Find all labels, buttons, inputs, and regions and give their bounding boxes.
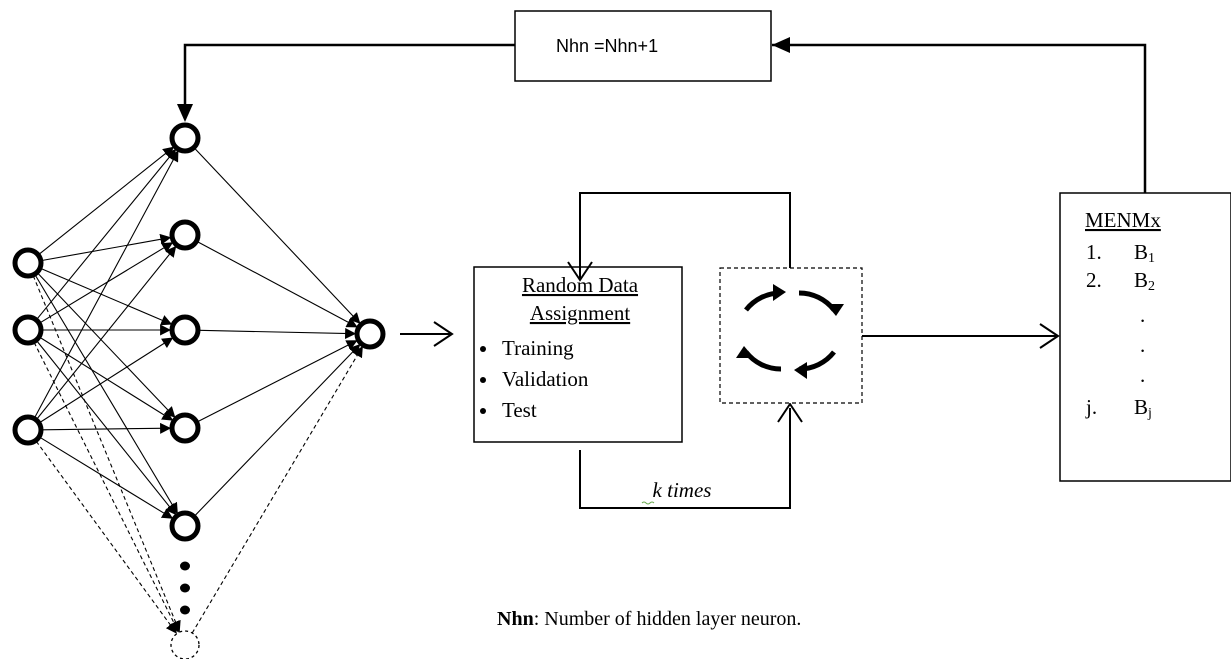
data-box-title-line2: Assignment <box>530 301 631 325</box>
update-to-network-arrowhead <box>177 104 193 122</box>
result-row-subscript: 1 <box>1148 251 1155 266</box>
input-neuron <box>12 314 44 346</box>
result-row-number: 2. <box>1086 268 1102 292</box>
input-extra-hidden-edge <box>32 275 181 633</box>
input-hidden-edge <box>36 148 177 320</box>
update-label: Nhn =Nhn+1 <box>556 36 658 56</box>
data-item-validation: Validation <box>502 367 589 391</box>
update-box: Nhn =Nhn+1 <box>514 10 772 82</box>
output-to-data-arrowhead <box>433 321 454 347</box>
hidden-output-edge <box>198 327 357 339</box>
input-neuron <box>12 247 44 279</box>
result-row-value: Bj <box>1134 395 1152 421</box>
input-hidden-edge <box>40 267 173 326</box>
input-extra-hidden-edge <box>33 342 179 633</box>
footnote-definition: : Number of hidden layer neuron. <box>534 608 802 630</box>
result-row-subscript: 2 <box>1148 279 1155 294</box>
input-hidden-edge <box>41 233 172 262</box>
hidden-neuron <box>169 510 201 542</box>
result-box: MENMx 1.B12.B2...j.Bj <box>1059 192 1231 482</box>
result-row-value: . <box>1140 333 1145 357</box>
more-neurons-ellipsis <box>180 561 190 615</box>
result-row-subscript: j <box>1147 406 1152 421</box>
hidden-output-edge <box>194 147 361 324</box>
result-row-value: . <box>1140 363 1145 387</box>
update-to-network-line <box>183 43 515 118</box>
k-spellcheck-squiggle <box>641 501 655 505</box>
input-hidden-edge <box>37 272 176 418</box>
result-row-number: j. <box>1085 395 1097 419</box>
data-item-test: Test <box>502 398 537 422</box>
hidden-output-edge <box>194 344 361 517</box>
footnote: Nhn: Number of hidden layer neuron. <box>497 608 801 630</box>
input-hidden-edge <box>34 274 178 515</box>
footnote-term: Nhn <box>497 608 534 630</box>
loop-top-arrowhead <box>567 261 593 282</box>
network-nodes <box>12 122 386 659</box>
input-hidden-edge <box>36 340 177 516</box>
input-hidden-edge <box>41 422 172 434</box>
result-to-update-line <box>772 43 1147 193</box>
result-to-update-arrowhead <box>772 37 790 53</box>
iteration-box <box>719 267 863 404</box>
output-neuron <box>354 318 386 350</box>
result-row-number: 1. <box>1086 240 1102 264</box>
k-times-label: k times <box>653 478 712 502</box>
result-title: MENMx <box>1085 208 1161 232</box>
loop-bottom-line <box>579 408 791 509</box>
input-hidden-edge <box>39 336 174 421</box>
loop-bottom-arrowhead <box>777 402 803 423</box>
input-neuron <box>12 414 44 446</box>
input-hidden-edge <box>38 146 175 255</box>
data-assignment-box: Random Data Assignment Training Validati… <box>473 266 683 443</box>
input-hidden-edge <box>36 245 177 420</box>
hidden-neuron <box>169 122 201 154</box>
loop-top-line <box>579 192 791 278</box>
hidden-output-edge <box>197 340 358 423</box>
input-hidden-edge <box>39 337 174 423</box>
network-connections <box>32 146 363 634</box>
result-row-value: . <box>1140 303 1145 327</box>
hidden-neuron <box>169 412 201 444</box>
extra-hidden-output-edge <box>191 345 363 634</box>
hidden-neuron <box>169 219 201 251</box>
input-hidden-edge <box>39 436 174 519</box>
input-hidden-edge <box>34 150 179 418</box>
hidden-output-edge <box>197 241 358 328</box>
cycle-to-result-arrowhead <box>1039 323 1060 349</box>
hidden-neuron <box>169 314 201 346</box>
hidden-neuron-optional <box>170 630 200 659</box>
cycle-arrowheads <box>736 284 844 379</box>
input-extra-hidden-edge <box>35 440 177 634</box>
data-item-training: Training <box>502 336 574 360</box>
input-hidden-edge <box>39 242 174 324</box>
